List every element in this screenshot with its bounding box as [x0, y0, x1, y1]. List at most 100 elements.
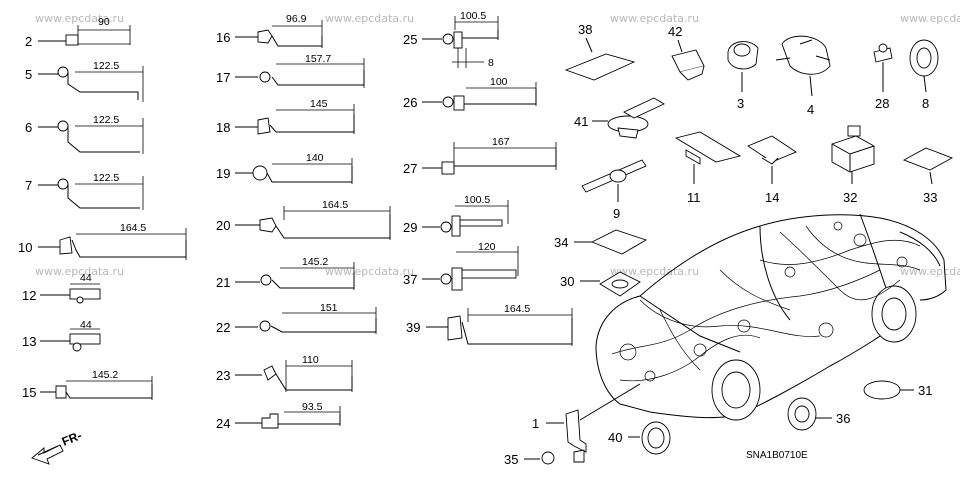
dimension-13: 44: [80, 319, 92, 331]
dimension-7: 122.5: [93, 172, 119, 184]
callout-40: 40: [608, 430, 622, 445]
part-23: 23 110: [216, 354, 353, 392]
part-20: 20 164.5: [216, 199, 391, 240]
part-6: 6 122.5: [25, 114, 144, 154]
dimension-37: 120: [478, 241, 496, 253]
callout-19: 19: [216, 166, 230, 181]
fr-label: FR-: [60, 428, 84, 448]
callout-13: 13: [22, 334, 36, 349]
callout-12: 12: [22, 288, 36, 303]
callout-4: 4: [807, 102, 814, 117]
dimension-17: 157.7: [305, 53, 331, 65]
callout-9: 9: [613, 206, 620, 221]
part-33: 33: [902, 147, 954, 205]
callout-26: 26: [403, 95, 417, 110]
part-38: 38: [564, 22, 636, 81]
part-26: 26 100: [403, 76, 537, 111]
part-3: 3: [727, 41, 759, 111]
callout-24: 24: [216, 416, 230, 431]
part-28: 28: [873, 43, 893, 111]
callout-14: 14: [765, 190, 779, 205]
part-34: 34: [554, 229, 648, 255]
part-39: 39 164.5: [406, 303, 573, 346]
dimension-25a: 100.5: [460, 10, 486, 22]
part-10: 10 164.5: [18, 222, 187, 260]
part-14: 14: [747, 135, 797, 205]
callout-34: 34: [554, 235, 568, 250]
callout-36: 36: [836, 411, 850, 426]
callout-25: 25: [403, 32, 417, 47]
callout-30: 30: [560, 274, 574, 289]
callout-33: 33: [923, 190, 937, 205]
part-41: 41: [574, 97, 665, 139]
dimension-19: 140: [306, 152, 324, 164]
dimension-6: 122.5: [93, 114, 119, 126]
callout-7: 7: [25, 178, 32, 193]
part-30: 30: [560, 271, 641, 297]
callout-22: 22: [216, 320, 230, 335]
dimension-24: 93.5: [302, 401, 323, 413]
part-27: 27 167: [403, 136, 557, 176]
dimension-22: 151: [320, 302, 338, 314]
part-12: 12 44: [22, 272, 101, 304]
watermark: www.epcdata.ru: [325, 265, 414, 278]
callout-41: 41: [574, 114, 588, 129]
dimension-18: 145: [310, 98, 328, 110]
part-2: 2 90: [25, 16, 131, 49]
callout-17: 17: [216, 70, 230, 85]
callout-39: 39: [406, 320, 420, 335]
watermark: www.epcdata.ru: [35, 265, 124, 278]
callout-11: 11: [687, 190, 701, 205]
callout-28: 28: [875, 96, 889, 111]
part-32: 32: [831, 125, 875, 205]
front-direction-arrow: FR-: [31, 428, 84, 465]
callout-6: 6: [25, 120, 32, 135]
part-4: 4: [775, 35, 831, 117]
callout-23: 23: [216, 368, 230, 383]
callout-31: 31: [918, 383, 932, 398]
part-19: 19 140: [216, 152, 353, 184]
part-8: 8: [909, 39, 939, 111]
part-15: 15 145.2: [22, 369, 153, 400]
part-31: 31: [863, 380, 932, 400]
part-37: 37 120: [403, 241, 519, 291]
callout-10: 10: [18, 240, 32, 255]
watermark: www.epcdata.ru: [610, 265, 699, 278]
dimension-12: 44: [80, 272, 92, 284]
watermark: www.epcdata.ru: [610, 12, 699, 25]
watermark: www.epcdata.ru: [900, 12, 960, 25]
watermark: www.epcdata.ru: [35, 12, 124, 25]
watermark: www.epcdata.ru: [325, 12, 414, 25]
part-29: 29 100.5: [403, 194, 509, 237]
dimension-20: 164.5: [322, 199, 348, 211]
part-21: 21 145.2: [216, 256, 355, 290]
dimension-25b: 8: [488, 57, 494, 69]
dimension-2: 90: [98, 16, 110, 28]
callout-15: 15: [22, 385, 36, 400]
callout-3: 3: [737, 96, 744, 111]
callout-21: 21: [216, 275, 230, 290]
part-13: 13 44: [22, 319, 101, 352]
part-1: 1: [532, 383, 641, 453]
part-42: 42: [668, 24, 705, 81]
part-11: 11: [674, 131, 742, 205]
part-5: 5 122.5: [25, 60, 144, 102]
part-25: 25 100.5 8: [403, 10, 499, 69]
dimension-27: 167: [492, 136, 510, 148]
callout-32: 32: [843, 190, 857, 205]
part-7: 7 122.5: [25, 172, 144, 210]
dimension-16: 96.9: [286, 13, 307, 25]
dimension-21: 145.2: [302, 256, 328, 268]
part-40: 40: [608, 421, 671, 455]
dimension-39: 164.5: [504, 303, 530, 315]
diagram-code: SNA1B0710E: [746, 450, 808, 461]
part-35: 35: [504, 449, 585, 467]
callout-20: 20: [216, 218, 230, 233]
callout-5: 5: [25, 67, 32, 82]
dimension-15: 145.2: [92, 369, 118, 381]
dimension-26: 100: [490, 76, 508, 88]
part-17: 17 157.7: [216, 53, 365, 88]
callout-2: 2: [25, 34, 32, 49]
dimension-23: 110: [302, 354, 319, 366]
